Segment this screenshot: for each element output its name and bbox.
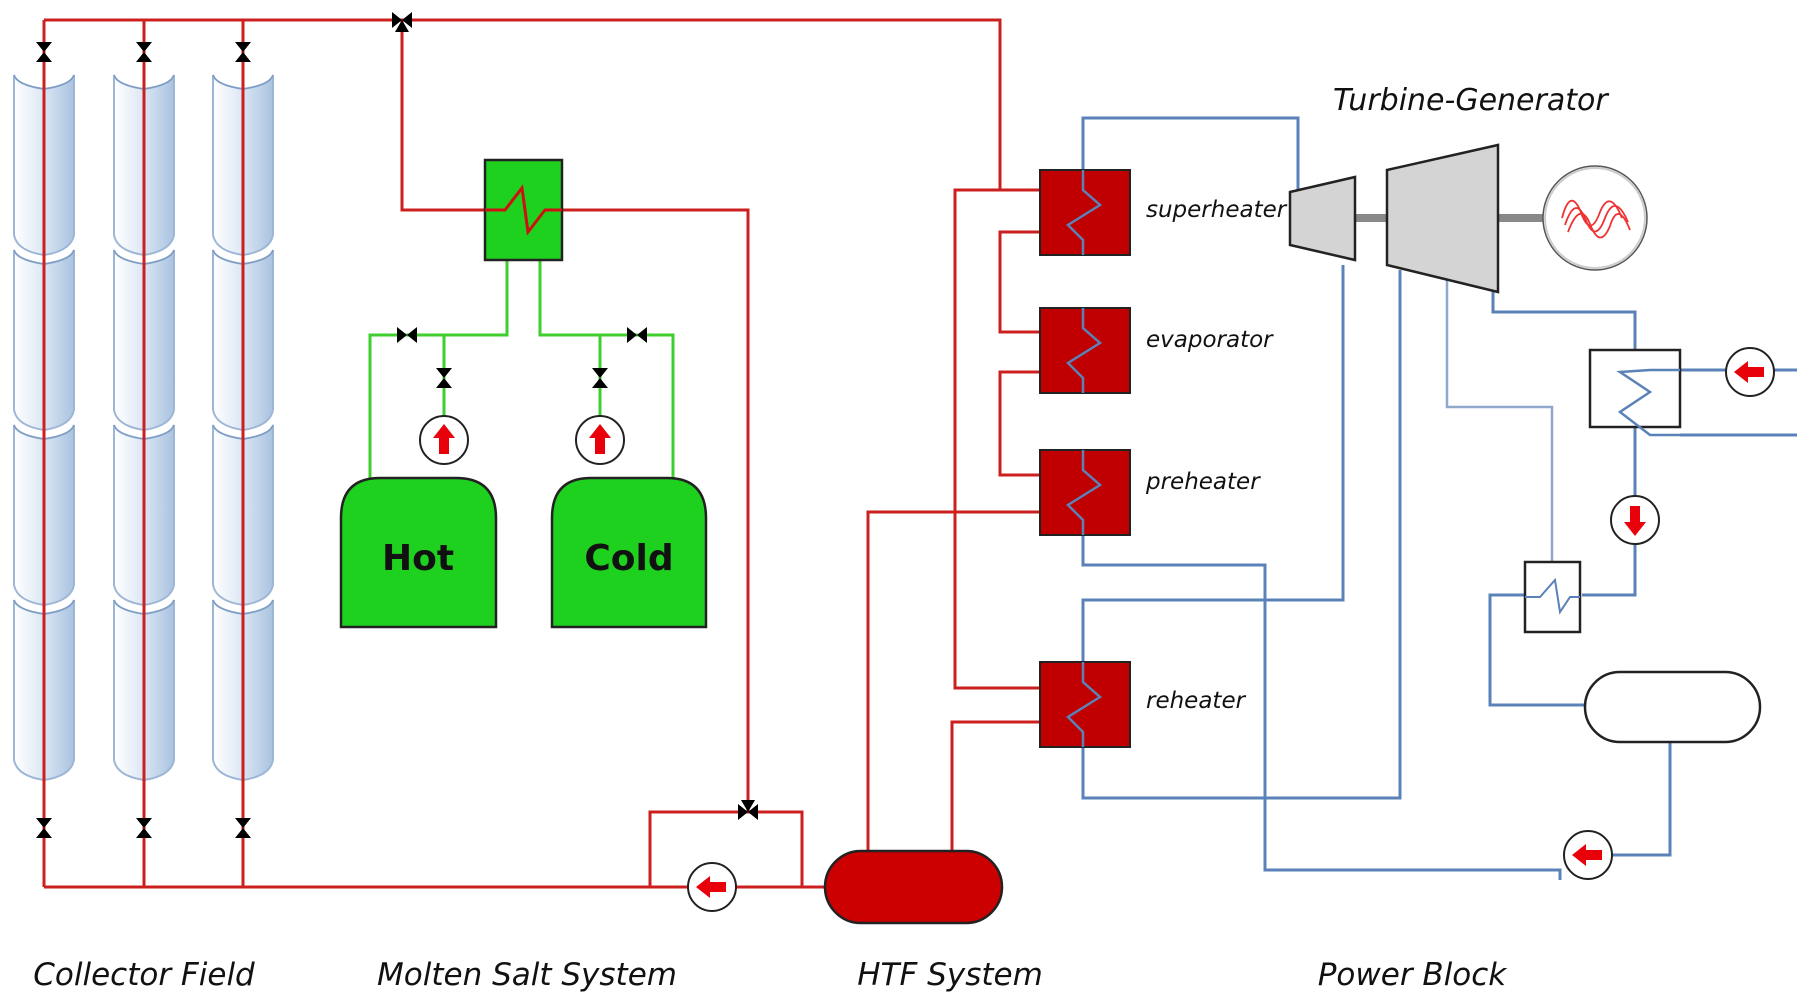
feedwater-heater [1523,560,1582,634]
valve-icon [397,327,417,343]
valve-icon [627,327,647,343]
evaporator-label: evaporator [1146,327,1274,353]
molten-salt-label: Molten Salt System [377,957,677,993]
hot-tank: Hot [339,476,498,629]
pump-icon [575,415,625,465]
superheater-label: superheater [1146,197,1288,223]
hot-tank-label: Hot [382,538,454,579]
valve-icon [136,42,152,62]
power-block-label: Power Block [1318,957,1508,993]
preheater-label: preheater [1145,469,1261,495]
generator-icon [1542,165,1648,271]
section-labels: Collector Field Molten Salt System HTF S… [33,957,1507,993]
valve-icon [235,42,251,62]
valve-icon [235,818,251,838]
pump-icon [1610,495,1660,545]
valve-icon [36,818,52,838]
evaporator: evaporator [1039,307,1274,394]
reheater-label: reheater [1146,688,1247,714]
steam-generator-train: superheater evaporator preheater reheate… [1039,169,1288,748]
collector-field-label: Collector Field [33,957,255,993]
pump-icon [1563,830,1613,880]
valve-icon [436,368,452,388]
pumps [419,347,1775,912]
valve-icon [136,818,152,838]
htf-piping [42,18,1040,889]
turbine-generator-label: Turbine-Generator [1333,83,1609,118]
turbine-generator: Turbine-Generator [1288,83,1648,294]
molten-salt-piping [368,260,675,478]
preheater: preheater [1039,449,1261,536]
reheater: reheater [1039,661,1247,748]
htf-label: HTF System [857,957,1043,993]
valves [36,12,758,838]
cold-tank: Cold [550,476,708,629]
valve-icon [592,368,608,388]
htf-expansion-vessel [823,849,1004,925]
pump-icon [1725,347,1775,397]
superheater: superheater [1039,169,1288,256]
valve-icon [36,42,52,62]
condenser [1588,348,1682,437]
pump-icon [687,862,737,912]
cold-tank-label: Cold [584,538,673,579]
feedwater-tank [1583,670,1762,744]
salt-heat-exchanger [483,158,564,262]
pump-icon [419,415,469,465]
